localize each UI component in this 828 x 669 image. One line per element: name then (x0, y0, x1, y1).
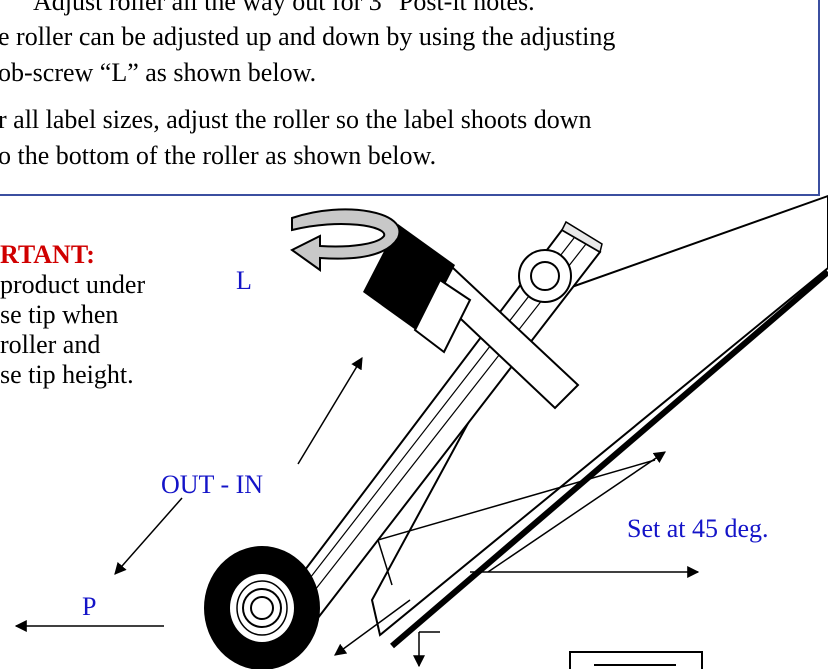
direction-arrows (14, 356, 700, 668)
important-line: se tip height. (0, 360, 134, 389)
angle-label: Set at 45 deg. (627, 514, 769, 543)
knob-screw (363, 224, 472, 354)
screw-label: L (236, 266, 252, 295)
important-line: product under (0, 270, 146, 299)
out-in-label: OUT - IN (161, 470, 264, 499)
label-box (569, 651, 703, 669)
instruction-line-5: o the bottom of the roller as shown belo… (0, 141, 437, 170)
important-line: roller and (0, 330, 101, 359)
base-plate (370, 194, 828, 649)
important-line: se tip when (0, 300, 119, 329)
instruction-line-1: Adjust roller all the way out for 3" Pos… (33, 0, 535, 16)
instruction-line-4: r all label sizes, adjust the roller so … (0, 105, 592, 134)
instructions-box (0, 0, 820, 196)
p-label: P (82, 592, 97, 621)
wheel (204, 546, 320, 669)
top-pulley (518, 249, 572, 303)
instruction-line-2: e roller can be adjusted up and down by … (0, 22, 616, 51)
important-title: RTANT: (0, 240, 95, 269)
instruction-line-3: ob-screw “L” as shown below. (0, 58, 317, 87)
important-note: RTANT: product under se tip when roller … (0, 240, 145, 390)
rotation-arrow (290, 208, 401, 272)
